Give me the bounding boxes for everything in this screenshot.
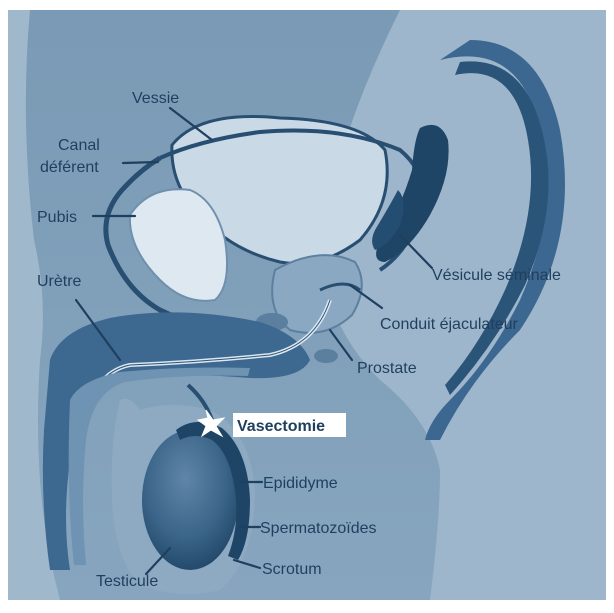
label-canal-line1: Canal	[58, 137, 100, 154]
label-vessie: Vessie	[132, 90, 179, 107]
label-canal-line2: déférent	[40, 159, 99, 176]
label-scrotum: Scrotum	[262, 561, 322, 578]
label-testicule: Testicule	[96, 573, 158, 590]
leader-canal	[123, 162, 158, 163]
gland-oval-2	[314, 349, 338, 363]
label-epididyme: Epididyme	[263, 475, 338, 492]
label-uretre: Urètre	[37, 273, 82, 290]
label-pubis: Pubis	[37, 209, 77, 226]
label-vasectomie: Vasectomie	[237, 418, 325, 435]
label-prostate: Prostate	[357, 360, 417, 377]
label-vesicule: Vésicule séminale	[432, 267, 561, 284]
vasectomie-badge: Vasectomie	[233, 413, 346, 437]
label-spermatozoides: Spermatozoïdes	[260, 520, 377, 537]
label-conduit: Conduit éjaculateur	[380, 316, 519, 333]
